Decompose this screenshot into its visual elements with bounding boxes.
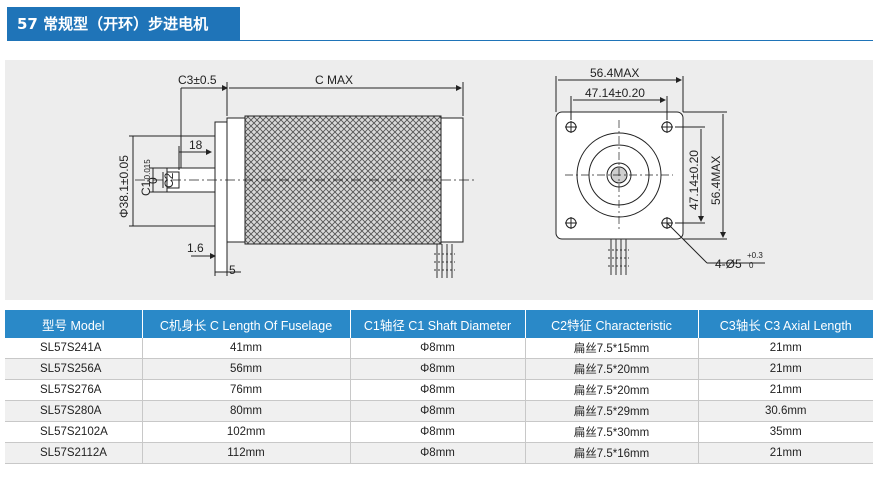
- cell-model: SL57S241A: [5, 338, 143, 359]
- cell-shaft-diameter: Φ8mm: [350, 358, 526, 380]
- cell-model: SL57S2102A: [5, 421, 143, 443]
- label-hole: 4-Ø5: [715, 257, 742, 271]
- cell-model: SL57S256A: [5, 358, 143, 380]
- label-c3: C3±0.5: [178, 73, 217, 87]
- label-hole-tol-lower: 0: [749, 261, 754, 270]
- front-lead-wires: [608, 239, 629, 275]
- header-characteristic: C2特征 Characteristic: [525, 310, 699, 338]
- table-row: SL57S2102A 102mm Φ8mm 扁丝7.5*30mm 35mm: [5, 421, 873, 443]
- cell-shaft-diameter: Φ8mm: [350, 400, 526, 422]
- label-c1: C1: [139, 180, 153, 196]
- cell-axial-length: 21mm: [698, 379, 873, 401]
- header-axial-length: C3轴长 C3 Axial Length: [698, 310, 873, 338]
- table-row: SL57S241A 41mm Φ8mm 扁丝7.5*15mm 21mm: [5, 338, 873, 359]
- cell-axial-length: 21mm: [698, 358, 873, 380]
- header-length: C机身长 C Length Of Fuselage: [142, 310, 351, 338]
- header-shaft-diameter: C1轴径 C1 Shaft Diameter: [350, 310, 526, 338]
- cell-length: 76mm: [142, 379, 351, 401]
- cell-axial-length: 35mm: [698, 421, 873, 443]
- label-5: 5: [229, 263, 236, 277]
- cell-length: 56mm: [142, 358, 351, 380]
- cell-shaft-diameter: Φ8mm: [350, 421, 526, 443]
- cell-axial-length: 30.6mm: [698, 400, 873, 422]
- front-view-labels: 56.4MAX 47.14±0.20 47.14±0.20 56.4MAX 4-…: [585, 66, 763, 271]
- side-view: [129, 82, 475, 278]
- cell-length: 41mm: [142, 338, 351, 359]
- label-diameter: Φ38.1±0.05: [117, 155, 131, 218]
- table-row: SL57S2112A 112mm Φ8mm 扁丝7.5*16mm 21mm: [5, 442, 873, 464]
- cell-characteristic: 扁丝7.5*20mm: [525, 379, 699, 401]
- cell-model: SL57S276A: [5, 379, 143, 401]
- lead-wires: [434, 244, 455, 278]
- label-inner-top: 47.14±0.20: [585, 86, 645, 100]
- label-outer-right: 56.4MAX: [709, 156, 723, 205]
- cell-length: 102mm: [142, 421, 351, 443]
- page-title: 57 常规型（开环）步进电机: [7, 7, 240, 41]
- label-18: 18: [189, 138, 203, 152]
- cell-characteristic: 扁丝7.5*29mm: [525, 400, 699, 422]
- cell-axial-length: 21mm: [698, 442, 873, 464]
- table-row: SL57S256A 56mm Φ8mm 扁丝7.5*20mm 21mm: [5, 358, 873, 380]
- technical-drawing: C3±0.5 C MAX 18 Φ38.1±0.05 C1 0 -0.015 C…: [5, 60, 873, 300]
- label-outer-top: 56.4MAX: [590, 66, 639, 80]
- cell-characteristic: 扁丝7.5*30mm: [525, 421, 699, 443]
- cell-shaft-diameter: Φ8mm: [350, 442, 526, 464]
- label-cmax: C MAX: [315, 73, 353, 87]
- cell-shaft-diameter: Φ8mm: [350, 338, 526, 359]
- cell-shaft-diameter: Φ8mm: [350, 379, 526, 401]
- cell-model: SL57S2112A: [5, 442, 143, 464]
- header-model: 型号 Model: [5, 310, 143, 338]
- table-row: SL57S280A 80mm Φ8mm 扁丝7.5*29mm 30.6mm: [5, 400, 873, 422]
- cell-characteristic: 扁丝7.5*20mm: [525, 358, 699, 380]
- cell-length: 80mm: [142, 400, 351, 422]
- cell-model: SL57S280A: [5, 400, 143, 422]
- side-view-labels: C3±0.5 C MAX 18 Φ38.1±0.05 C1 0 -0.015 C…: [117, 73, 353, 277]
- spec-table: 型号 Model C机身长 C Length Of Fuselage C1轴径 …: [5, 310, 873, 464]
- drawing-svg: C3±0.5 C MAX 18 Φ38.1±0.05 C1 0 -0.015 C…: [117, 66, 765, 278]
- title-underline: [240, 40, 873, 41]
- table-header-row: 型号 Model C机身长 C Length Of Fuselage C1轴径 …: [5, 310, 873, 338]
- flange: [214, 121, 228, 273]
- table-row: SL57S276A 76mm Φ8mm 扁丝7.5*20mm 21mm: [5, 379, 873, 401]
- cell-length: 112mm: [142, 442, 351, 464]
- cell-characteristic: 扁丝7.5*15mm: [525, 338, 699, 359]
- label-c2: C2: [162, 172, 176, 188]
- label-hole-tol-upper: +0.3: [747, 251, 763, 260]
- cell-axial-length: 21mm: [698, 338, 873, 359]
- label-inner-right: 47.14±0.20: [687, 150, 701, 210]
- label-c1-tol-lower: -0.015: [143, 159, 152, 182]
- front-view: [555, 76, 765, 275]
- label-c1-tol-upper: 0: [146, 177, 160, 184]
- label-1-6: 1.6: [187, 241, 204, 255]
- cell-characteristic: 扁丝7.5*16mm: [525, 442, 699, 464]
